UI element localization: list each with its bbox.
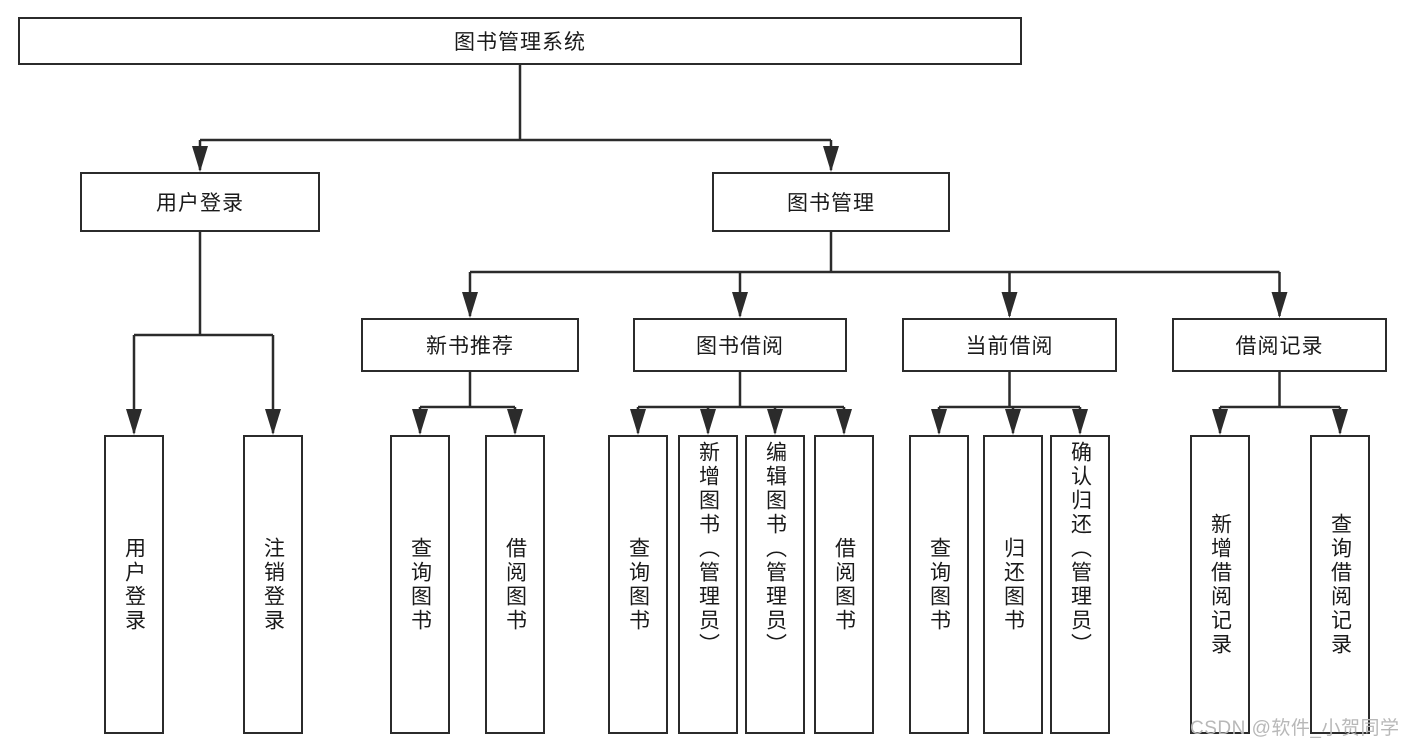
node-label: 查询图书 bbox=[927, 536, 951, 633]
node-label: 借阅图书 bbox=[832, 536, 856, 633]
node-label: 用户登录 bbox=[122, 536, 146, 633]
node-leaf-11[interactable]: 新增借阅记录 bbox=[1190, 435, 1250, 734]
node-leaf-5[interactable]: 新增图书（管理员） bbox=[678, 435, 738, 734]
node-label: 新增借阅记录 bbox=[1208, 512, 1232, 657]
node-leaf-1[interactable]: 注销登录 bbox=[243, 435, 303, 734]
arrowhead-icon bbox=[412, 409, 428, 435]
node-leaf-2[interactable]: 查询图书 bbox=[390, 435, 450, 734]
watermark-text: CSDN @软件_小贺同学 bbox=[1190, 718, 1400, 739]
node-label: 编辑图书（管理员） bbox=[763, 441, 787, 657]
arrowhead-icon bbox=[1332, 409, 1348, 435]
node-leaf-3[interactable]: 借阅图书 bbox=[485, 435, 545, 734]
node-level2-0[interactable]: 用户登录 bbox=[80, 172, 320, 232]
node-label: 图书管理 bbox=[787, 192, 875, 215]
node-label: 图书管理系统 bbox=[454, 31, 586, 54]
arrowhead-icon bbox=[732, 292, 748, 318]
arrowhead-icon bbox=[507, 409, 523, 435]
node-leaf-12[interactable]: 查询借阅记录 bbox=[1310, 435, 1370, 734]
node-label: 查询图书 bbox=[408, 536, 432, 633]
arrowhead-icon bbox=[265, 409, 281, 435]
node-leaf-8[interactable]: 查询图书 bbox=[909, 435, 969, 734]
node-leaf-6[interactable]: 编辑图书（管理员） bbox=[745, 435, 805, 734]
arrowhead-icon bbox=[630, 409, 646, 435]
arrowhead-icon bbox=[462, 292, 478, 318]
arrowhead-icon bbox=[192, 146, 208, 172]
node-root[interactable]: 图书管理系统 bbox=[18, 17, 1022, 65]
node-label: 归还图书 bbox=[1001, 536, 1025, 633]
node-label: 借阅记录 bbox=[1235, 335, 1324, 358]
node-label: 图书借阅 bbox=[696, 335, 784, 358]
arrowhead-icon bbox=[700, 409, 716, 435]
node-label: 新书推荐 bbox=[426, 335, 514, 358]
arrowhead-icon bbox=[1271, 292, 1288, 318]
node-label: 注销登录 bbox=[261, 536, 285, 633]
node-level3-3[interactable]: 借阅记录 bbox=[1172, 318, 1387, 372]
node-label: 查询借阅记录 bbox=[1328, 512, 1352, 657]
arrowhead-icon bbox=[1072, 409, 1088, 435]
node-leaf-0[interactable]: 用户登录 bbox=[104, 435, 164, 734]
arrowhead-icon bbox=[767, 409, 783, 435]
node-level3-2[interactable]: 当前借阅 bbox=[902, 318, 1117, 372]
node-label: 查询图书 bbox=[626, 536, 650, 633]
arrowhead-icon bbox=[823, 146, 839, 172]
arrowhead-icon bbox=[836, 409, 852, 435]
arrowhead-icon bbox=[1005, 409, 1021, 435]
node-level3-1[interactable]: 图书借阅 bbox=[633, 318, 847, 372]
node-leaf-10[interactable]: 确认归还（管理员） bbox=[1050, 435, 1110, 734]
node-leaf-4[interactable]: 查询图书 bbox=[608, 435, 668, 734]
arrowhead-icon bbox=[931, 409, 947, 435]
node-label: 借阅图书 bbox=[503, 536, 527, 633]
arrowhead-icon bbox=[1001, 292, 1018, 318]
node-label: 当前借阅 bbox=[965, 335, 1054, 358]
arrowhead-icon bbox=[1212, 409, 1228, 435]
node-level3-0[interactable]: 新书推荐 bbox=[361, 318, 579, 372]
arrowhead-icon bbox=[126, 409, 142, 435]
node-leaf-9[interactable]: 归还图书 bbox=[983, 435, 1043, 734]
node-label: 确认归还（管理员） bbox=[1068, 441, 1092, 657]
node-label: 新增图书（管理员） bbox=[696, 441, 720, 657]
node-leaf-7[interactable]: 借阅图书 bbox=[814, 435, 874, 734]
node-label: 用户登录 bbox=[156, 192, 244, 215]
node-level2-1[interactable]: 图书管理 bbox=[712, 172, 950, 232]
